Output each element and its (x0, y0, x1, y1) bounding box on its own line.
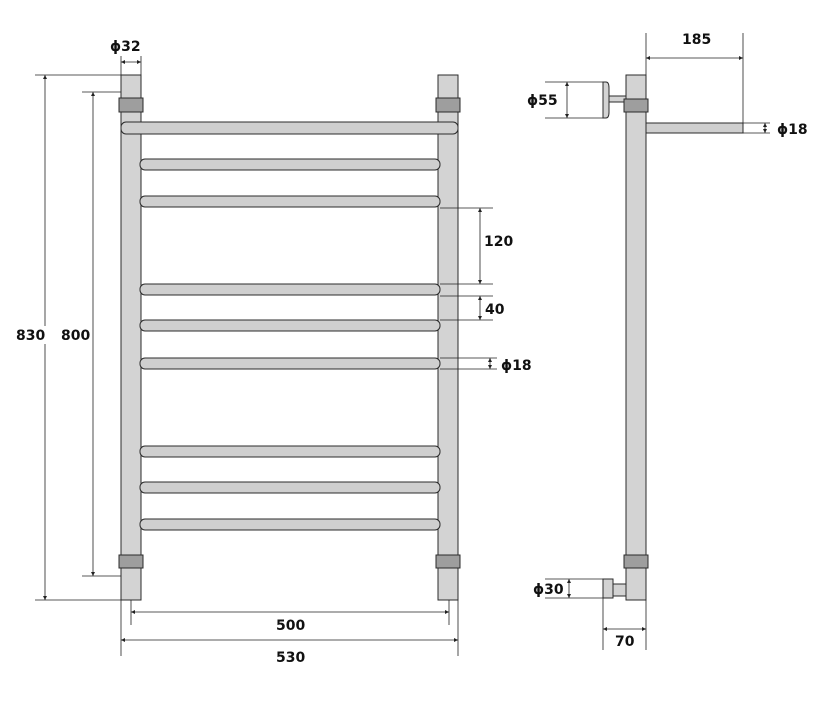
crossbar (139, 195, 441, 208)
bottom-wall-mount (602, 578, 614, 599)
top-wall-mount (602, 81, 610, 119)
crossbar (139, 357, 441, 370)
collar (118, 554, 144, 569)
crossbars (139, 158, 441, 531)
collar (623, 98, 649, 113)
total-height-label: 830 (16, 328, 45, 344)
side-upright (625, 74, 647, 601)
crossbar (139, 319, 441, 332)
crossbar (139, 518, 441, 531)
dim-total-width: 530 (120, 600, 459, 666)
dim-top-bar-diameter: ϕ18 (743, 122, 808, 138)
top-mount-diameter-label: ϕ55 (527, 93, 558, 109)
collar (435, 554, 461, 569)
bottom-mount-depth-label: 70 (615, 634, 635, 650)
dim-bar-diameter: ϕ18 (440, 357, 532, 374)
dim-depth: 185 (645, 32, 744, 123)
dim-bottom-mount-diameter: ϕ30 (533, 578, 603, 599)
bottom-mount-rod (612, 583, 627, 597)
top-mount-rod (607, 95, 627, 103)
center-width-label: 500 (276, 618, 305, 634)
tube-diameter-label: ϕ32 (110, 39, 141, 55)
crossbar (139, 158, 441, 171)
center-height-label: 800 (61, 328, 90, 344)
crossbar (139, 445, 441, 458)
dim-bar-spacing-large: 120 (440, 207, 513, 285)
right-upright (437, 74, 459, 601)
bar-spacing-large-label: 120 (484, 234, 513, 250)
collar (118, 97, 144, 113)
left-upright (120, 74, 142, 601)
depth-label: 185 (682, 32, 711, 48)
bottom-mount-diameter-label: ϕ30 (533, 582, 564, 598)
dim-bottom-mount-depth: 70 (602, 598, 647, 650)
total-width-label: 530 (276, 650, 305, 666)
dim-center-height: 800 (60, 91, 121, 577)
dim-center-width: 500 (130, 600, 450, 634)
dim-total-height: 830 (14, 74, 121, 601)
bar-diameter-label: ϕ18 (501, 358, 532, 374)
collar (623, 554, 649, 569)
dim-tube-diameter: ϕ32 (110, 39, 142, 75)
collar (435, 97, 461, 113)
side-view: 185 ϕ18 ϕ55 ϕ30 70 (527, 32, 808, 650)
top-bar (120, 121, 459, 135)
bar-spacing-small-label: 40 (485, 302, 505, 318)
dim-top-mount-diameter: ϕ55 (527, 81, 603, 119)
crossbar (139, 481, 441, 494)
side-top-bar (645, 122, 744, 134)
top-bar-diameter-label: ϕ18 (777, 122, 808, 138)
dim-bar-spacing-small: 40 (440, 295, 505, 321)
crossbar (139, 283, 441, 296)
front-view: ϕ32 830 800 120 40 (14, 39, 532, 666)
